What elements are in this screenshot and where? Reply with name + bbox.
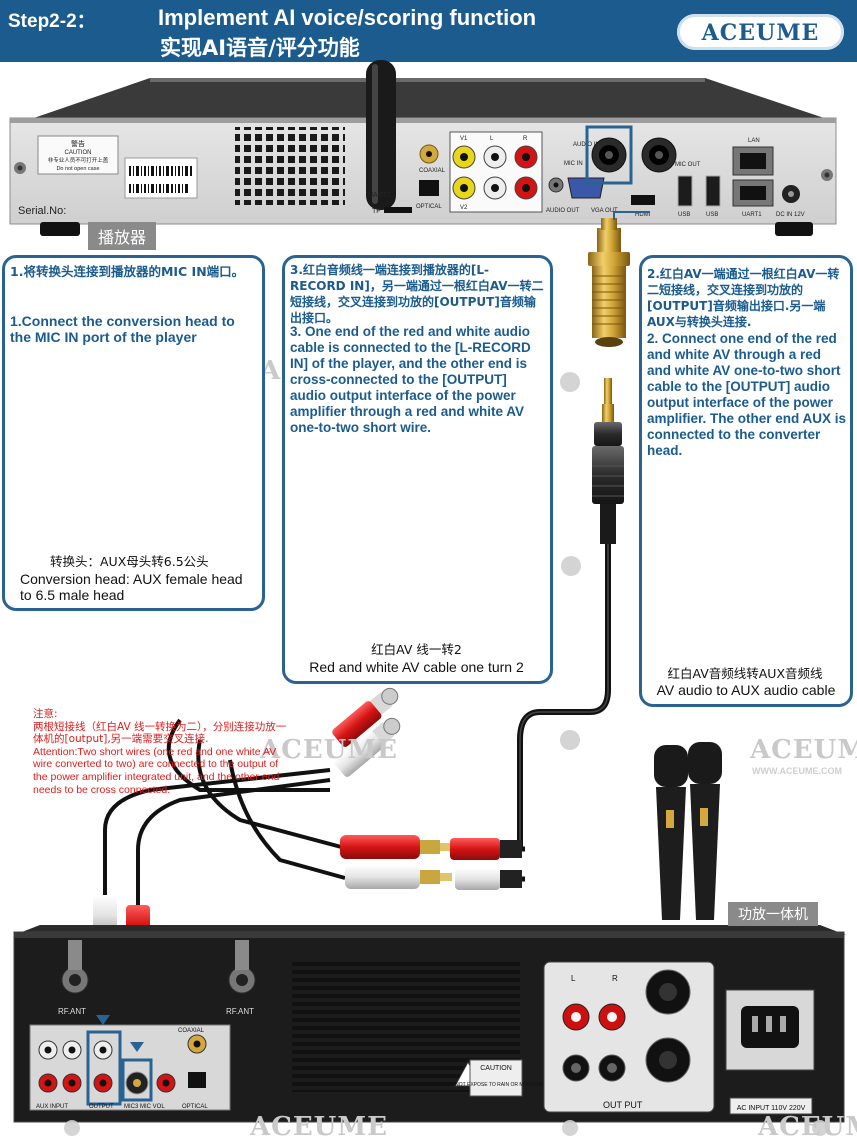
note-title: 注意:: [33, 708, 58, 720]
coaxial-label: COAXIAL: [419, 168, 446, 174]
watermark-url: WWW.ACEUME.COM: [752, 766, 842, 776]
watermark-text: ACEUME: [250, 1112, 388, 1142]
step1-text-en: 1.Connect the conversion head to the MIC…: [10, 313, 235, 345]
l-label: L: [490, 136, 494, 142]
r-label: R: [523, 136, 528, 142]
amp-rca-jacks: [38, 1034, 207, 1095]
step1-text-cn: 1.将转换头连接到播放器的MIC IN端口。: [10, 264, 245, 279]
amp-ch-l-label: L: [571, 974, 576, 983]
step3-caption-cn: 红白AV 线一转2: [371, 642, 462, 657]
step2-panel: [639, 255, 853, 707]
amp-coaxial-label: COAXIAL: [178, 1028, 205, 1034]
player-tag: 播放器: [88, 222, 157, 250]
amp-caution-label: CAUTION: [480, 1065, 512, 1072]
usb2-label: USB: [706, 212, 718, 218]
audio-out-label: AUDIO OUT: [546, 208, 580, 214]
step2-text-en: 2. Connect one end of the red and white …: [647, 331, 847, 458]
amplifier-unit: RF.ANT RF.ANT AUX INPUT OUTPUT MIC3 MIC …: [13, 925, 846, 1123]
amp-rf-ant-left-label: RF.ANT: [58, 1007, 86, 1016]
optical-label: OPTICAL: [416, 204, 442, 210]
player-serial-label: Serial.No:: [18, 205, 66, 217]
watermark-text: ACEUME: [750, 735, 857, 765]
hdmi-label: HDMI: [635, 212, 651, 218]
v1-label: V1: [460, 136, 468, 142]
usb1-label: USB: [678, 212, 690, 218]
uart1-label: UART1: [742, 212, 762, 218]
v2-label: V2: [460, 205, 468, 211]
lan-label: LAN: [748, 138, 760, 144]
output-highlight: [86, 1030, 122, 1106]
step2-caption-en: AV audio to AUX audio cable: [656, 682, 836, 698]
dc-in-label: DC IN 12V: [776, 212, 805, 218]
amp-speaker-out-label: OUT PUT: [603, 1100, 643, 1110]
step1-caption-cn: 转换头：AUX母头转6.5公头: [50, 554, 209, 569]
step2-caption-cn: 红白AV音频线转AUX音频线: [667, 666, 823, 681]
title-chinese: 实现AI语音/评分功能: [160, 36, 360, 60]
step3-text-en: 3. One end of the red and white audio ca…: [290, 324, 531, 435]
header-bar: Step2-2： Implement AI voice/scoring func…: [0, 0, 857, 62]
wireless-microphones: [654, 742, 722, 920]
aux-cable: [517, 211, 650, 850]
step3-caption-en: Red and white AV cable one turn 2: [309, 659, 524, 675]
note-text-cn: 两根短接线（红白AV 线一转换为二），分别连接功放一体机的[output],另一…: [33, 720, 287, 746]
antenna-icon: [366, 60, 396, 210]
attention-note: 注意: 两根短接线（红白AV 线一转换为二），分别连接功放一体机的[output…: [33, 708, 293, 796]
amp-ac-input-label: AC INPUT 110V 220V: [737, 1105, 806, 1112]
uart2-label: UART2: [368, 192, 391, 199]
step1-panel: [2, 255, 265, 611]
mic-in-highlight: [585, 125, 633, 185]
amp-ch-r-label: R: [612, 974, 618, 983]
tf-label: TF: [372, 208, 381, 215]
player-warning-cn: 非专业人员不可打开上盖: [48, 156, 109, 164]
amp-output-label: OUTPUT: [89, 1104, 114, 1110]
title-english: Implement AI voice/scoring function: [158, 5, 537, 30]
amp-aux-input-label: AUX INPUT: [36, 1104, 68, 1110]
amp-rf-ant-right-label: RF.ANT: [226, 1007, 254, 1016]
av-cables: [93, 687, 525, 976]
vga-out-label: VGA OUT: [591, 208, 618, 214]
step1-caption-en: Conversion head: AUX female head to 6.5 …: [20, 571, 243, 603]
step3-panel: [282, 255, 553, 684]
adapter-plug: [588, 218, 630, 347]
brand-logo-text: ACEUME: [701, 20, 820, 46]
amp-do-not-expose: DO NOT EXPOSE TO RAIN OR MOISTURE: [446, 1082, 546, 1088]
mic-out-label: MIC OUT: [675, 162, 701, 168]
karaoke-player: 警告 CAUTION 非专业人员不可打开上盖 Do not open case …: [9, 60, 837, 236]
step-label: Step2-2：: [8, 11, 96, 32]
amp-mic3-label: MIC3 MIC VOL: [124, 1104, 165, 1110]
watermark-text: ACEUME: [260, 735, 398, 765]
player-caution: CAUTION: [65, 150, 92, 156]
player-rca-jacks: [452, 145, 538, 200]
mic-highlight: [121, 1058, 153, 1102]
player-do-not-open: Do not open case: [56, 166, 99, 172]
step2-text-cn: 2.红白AV一端通过一根红白AV一转二短接线，交叉连接到功放的[OUTPUT]音…: [647, 267, 840, 329]
amplifier-tag: 功放一体机: [728, 902, 818, 926]
mic-in-label: MIC IN: [564, 161, 583, 167]
amp-optical-label: OPTICAL: [182, 1104, 208, 1110]
watermark-text: ACEUME: [758, 1112, 857, 1142]
step3-text-cn: 3.红白音频线一端连接到播放器的[L-RECORD IN]，另一端通过一根红白A…: [290, 263, 544, 325]
brand-logo: ACEUME: [677, 14, 844, 50]
note-text-en: Attention:Two short wires (one red and o…: [33, 745, 280, 796]
player-warning-title: 警告: [71, 139, 85, 148]
